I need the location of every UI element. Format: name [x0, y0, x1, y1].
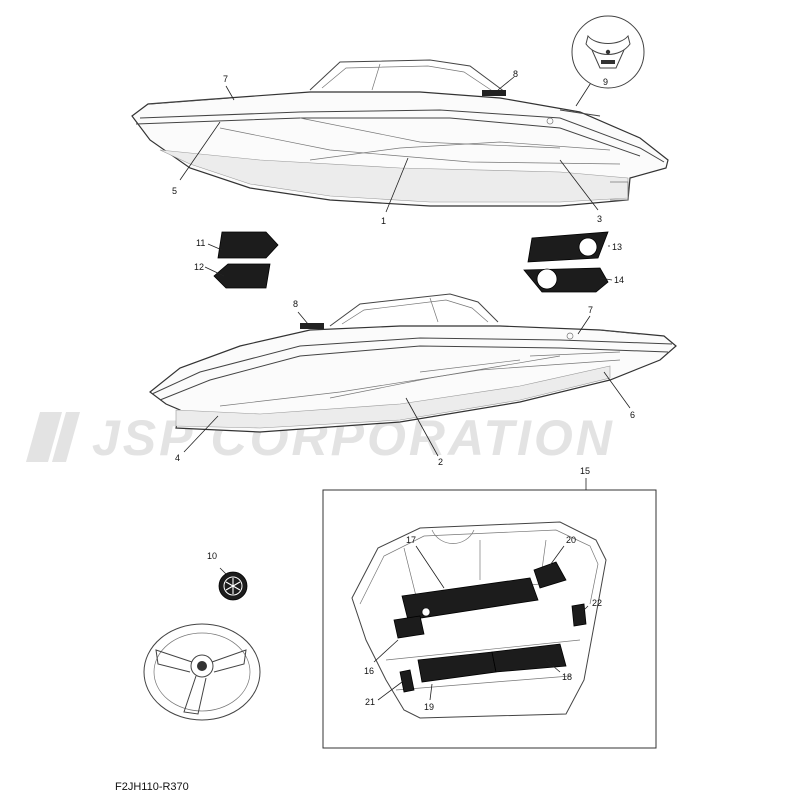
callout-8-upper: 8 — [513, 69, 518, 79]
decal-14 — [523, 267, 609, 293]
callout-9: 9 — [603, 77, 608, 87]
callout-7-upper: 7 — [223, 74, 228, 84]
callout-2: 2 — [438, 457, 443, 467]
callout-22: 22 — [592, 598, 602, 608]
decal-20 — [533, 561, 567, 589]
callout-18: 18 — [562, 672, 572, 682]
lower-leaders — [183, 311, 631, 457]
callout-21: 21 — [365, 697, 375, 707]
decal-12 — [213, 263, 271, 289]
decal-19 — [491, 643, 567, 673]
decal-21 — [399, 669, 415, 693]
callout-labels: 1 2 3 4 5 6 7 7 8 8 9 10 11 12 13 14 15 … — [172, 69, 635, 712]
yamaha-emblem-10 — [218, 571, 248, 601]
callout-16: 16 — [364, 666, 374, 676]
upper-leaders — [179, 76, 599, 213]
callout-15: 15 — [580, 466, 590, 476]
callout-8-lower: 8 — [293, 299, 298, 309]
yamaha-badge-lower — [300, 323, 324, 329]
callout-4: 4 — [175, 453, 180, 463]
steering-wheel — [143, 567, 261, 721]
callout-14: 14 — [614, 275, 624, 285]
decal-22 — [571, 603, 587, 627]
callout-12: 12 — [194, 262, 204, 272]
callout-5: 5 — [172, 186, 177, 196]
decal-17 — [401, 577, 539, 621]
boat-upper — [131, 59, 669, 207]
detail-circle-9 — [571, 15, 645, 89]
yamaha-badge-upper — [482, 90, 506, 96]
detail-box-15 — [322, 478, 657, 749]
figure-code: F2JH110-R370 — [115, 781, 189, 793]
callout-10: 10 — [207, 551, 217, 561]
callout-20: 20 — [566, 535, 576, 545]
callout-7-lower: 7 — [588, 305, 593, 315]
boat-lower — [149, 293, 677, 433]
callout-3: 3 — [597, 214, 602, 224]
decal-11 — [217, 231, 279, 259]
decal-16 — [393, 615, 425, 639]
callout-6: 6 — [630, 410, 635, 420]
callout-13: 13 — [612, 242, 622, 252]
callout-19: 19 — [424, 702, 434, 712]
callout-11: 11 — [196, 238, 205, 248]
decal-group-11-14 — [204, 231, 613, 293]
callout-1: 1 — [381, 216, 386, 226]
callout-17: 17 — [406, 535, 416, 545]
